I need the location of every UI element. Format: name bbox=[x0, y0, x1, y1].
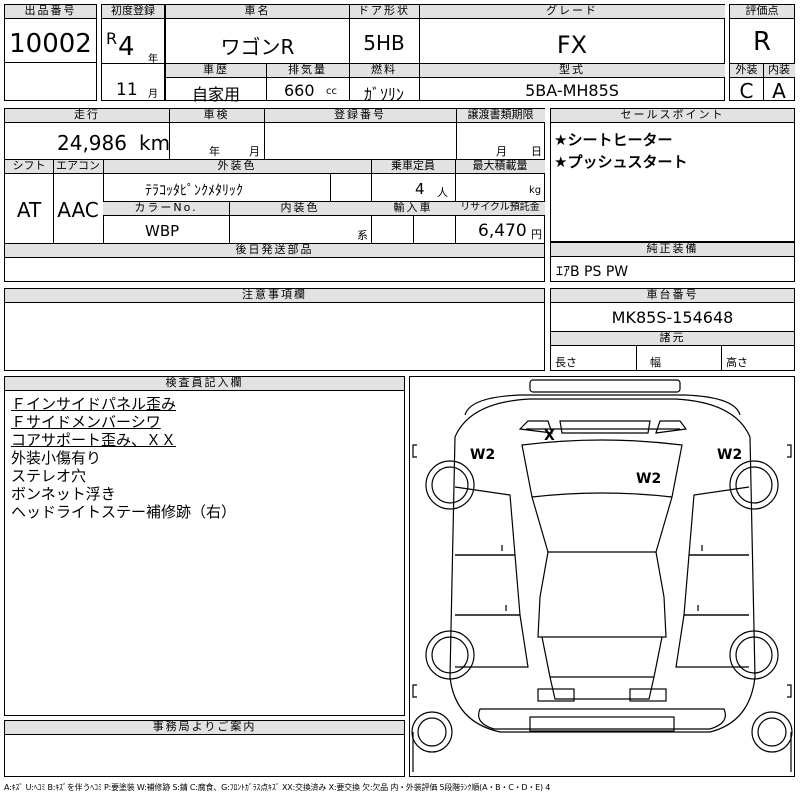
score: R bbox=[752, 27, 772, 57]
exterior-score: C bbox=[739, 79, 754, 103]
chassis-box: 車台番号 MK85S-154648 諸元 長さ 幅 高さ bbox=[550, 288, 795, 371]
transfer-day-unit: 日 bbox=[531, 145, 542, 158]
first-reg-label: 初度登録 bbox=[102, 5, 164, 19]
equipment-value: ｴｱB PS PW bbox=[556, 264, 629, 280]
car-name: ワゴンR bbox=[220, 35, 295, 59]
notes-box: 注意事項欄 bbox=[4, 288, 545, 371]
interior-score: A bbox=[772, 79, 786, 103]
history-label: 車歴 bbox=[166, 64, 266, 78]
sales-label: セールスポイント bbox=[551, 109, 794, 123]
year: 4 bbox=[118, 32, 135, 62]
transfer-label: 譲渡書類期限 bbox=[456, 109, 545, 123]
equipment-label: 純正装備 bbox=[551, 243, 794, 257]
office-box: 事務局よりご案内 bbox=[4, 720, 405, 777]
damage-mark: W2 bbox=[717, 447, 743, 463]
lot-box: 出品番号 10002 bbox=[4, 4, 97, 101]
lot-label: 出品番号 bbox=[5, 5, 96, 19]
grade-label: グレード bbox=[419, 5, 725, 19]
sales-box: セールスポイント ★シートヒーター ★プッシュスタート bbox=[550, 108, 795, 242]
score-box: 評価点 R 外装 内装 C A bbox=[729, 4, 795, 103]
car-row-box: 車名 ドア形状 グレード ワゴンR 5HB FX 車歴 排気量 燃料 型式 自家… bbox=[165, 4, 725, 104]
interior-color-unit: 系 bbox=[357, 229, 368, 242]
car-diagram: X W2 W2 W2 bbox=[409, 376, 795, 777]
grade: FX bbox=[556, 31, 588, 59]
color-no-label: カラーNo. bbox=[103, 202, 229, 216]
inspector-line: Ｆサイドメンバーシワ bbox=[11, 413, 161, 431]
mileage: 24,986 bbox=[57, 131, 127, 155]
month: 11 bbox=[116, 80, 138, 100]
shift-label: シフト bbox=[5, 160, 53, 174]
lot-number: 10002 bbox=[9, 29, 92, 59]
recycle-unit: 円 bbox=[531, 228, 542, 241]
damage-mark: W2 bbox=[636, 471, 662, 487]
detail-box: 走行 車検 登録番号 譲渡書類期限 24,986 km 年 月 月 日 シフト … bbox=[4, 108, 545, 282]
inspector-box: 検査員記入欄 Ｆインサイドパネル歪み Ｆサイドメンバーシワ コアサポート歪み、Ｘ… bbox=[4, 376, 405, 716]
car-diagram-svg bbox=[411, 379, 793, 772]
later-parts-label: 後日発送部品 bbox=[5, 244, 544, 258]
inspection-month-unit: 月 bbox=[249, 145, 260, 158]
color-no: WBP bbox=[145, 222, 180, 240]
chassis-number: MK85S-154648 bbox=[611, 308, 734, 327]
inspection-year-unit: 年 bbox=[209, 145, 220, 158]
fuel: ｶﾞｿﾘﾝ bbox=[363, 85, 404, 104]
inspector-line: コアサポート歪み、ＸＸ bbox=[11, 431, 177, 449]
interior-label: 内装 bbox=[763, 64, 795, 78]
capacity: 4 bbox=[415, 180, 425, 198]
inspector-line: Ｆインサイドパネル歪み bbox=[11, 395, 177, 413]
transfer-month-unit: 月 bbox=[496, 145, 507, 158]
notes-label: 注意事項欄 bbox=[5, 289, 544, 303]
office-label: 事務局よりご案内 bbox=[5, 721, 404, 735]
import-label: 輸入車 bbox=[371, 202, 455, 216]
sales-point-1: ★シートヒーター bbox=[554, 131, 673, 149]
month-unit: 月 bbox=[148, 89, 158, 100]
inspection-label: 車検 bbox=[169, 109, 264, 123]
recycle-label: リサイクル預託金 bbox=[455, 202, 545, 216]
model-code: 5BA-MH85S bbox=[525, 81, 619, 100]
score-label: 評価点 bbox=[730, 5, 794, 19]
inspector-line: 外装小傷有り bbox=[11, 449, 102, 467]
length-label: 長さ bbox=[555, 356, 577, 369]
exterior-label: 外装 bbox=[730, 64, 763, 78]
specs-label: 諸元 bbox=[551, 332, 794, 346]
displacement: 660 bbox=[284, 81, 315, 100]
equipment-box: 純正装備 ｴｱB PS PW bbox=[550, 242, 795, 282]
inspector-label: 検査員記入欄 bbox=[5, 377, 404, 391]
plate-label: 登録番号 bbox=[264, 109, 456, 123]
year-unit: 年 bbox=[148, 54, 158, 65]
era: R bbox=[106, 29, 118, 48]
inspector-line: ステレオ穴 bbox=[11, 467, 87, 485]
car-name-label: 車名 bbox=[166, 5, 349, 19]
displacement-unit: cc bbox=[326, 86, 337, 97]
height-label: 高さ bbox=[726, 356, 748, 369]
history: 自家用 bbox=[191, 85, 240, 104]
exterior-color: ﾃﾗｺｯﾀﾋﾟﾝｸﾒﾀﾘｯｸ bbox=[145, 183, 243, 199]
recycle-fee: 6,470 bbox=[478, 221, 527, 241]
capacity-label: 乗車定員 bbox=[371, 160, 455, 174]
chassis-label: 車台番号 bbox=[551, 289, 794, 303]
interior-color-label: 内装色 bbox=[229, 202, 371, 216]
inspector-line: ヘッドライトステー補修跡（右） bbox=[11, 503, 237, 521]
load-label: 最大積載量 bbox=[455, 160, 545, 174]
model-label: 型式 bbox=[419, 64, 725, 78]
ac: AAC bbox=[57, 198, 99, 222]
inspector-line: ボンネット浮き bbox=[11, 485, 116, 503]
load-unit: kg bbox=[529, 185, 542, 196]
first-reg-box: 初度登録 R 4 年 11 月 bbox=[101, 4, 165, 101]
mileage-label: 走行 bbox=[5, 109, 169, 123]
damage-mark: X bbox=[544, 428, 555, 444]
displacement-label: 排気量 bbox=[266, 64, 349, 78]
color-label: 外装色 bbox=[103, 160, 371, 174]
fuel-label: 燃料 bbox=[349, 64, 419, 78]
shift: AT bbox=[16, 198, 42, 222]
damage-mark: W2 bbox=[470, 447, 496, 463]
ac-label: エアコン bbox=[53, 160, 103, 174]
door-type: 5HB bbox=[363, 31, 405, 55]
capacity-unit: 人 bbox=[437, 186, 448, 199]
door-label: ドア形状 bbox=[349, 5, 419, 19]
sales-point-2: ★プッシュスタート bbox=[554, 153, 688, 171]
width-label: 幅 bbox=[650, 356, 661, 369]
mileage-unit: km bbox=[139, 131, 171, 155]
legend: A:ｷｽﾞ U:ﾍｺﾐ B:ｷｽﾞを伴うﾍｺﾐ P:要塗装 W:補修跡 S:錆 … bbox=[4, 783, 551, 792]
